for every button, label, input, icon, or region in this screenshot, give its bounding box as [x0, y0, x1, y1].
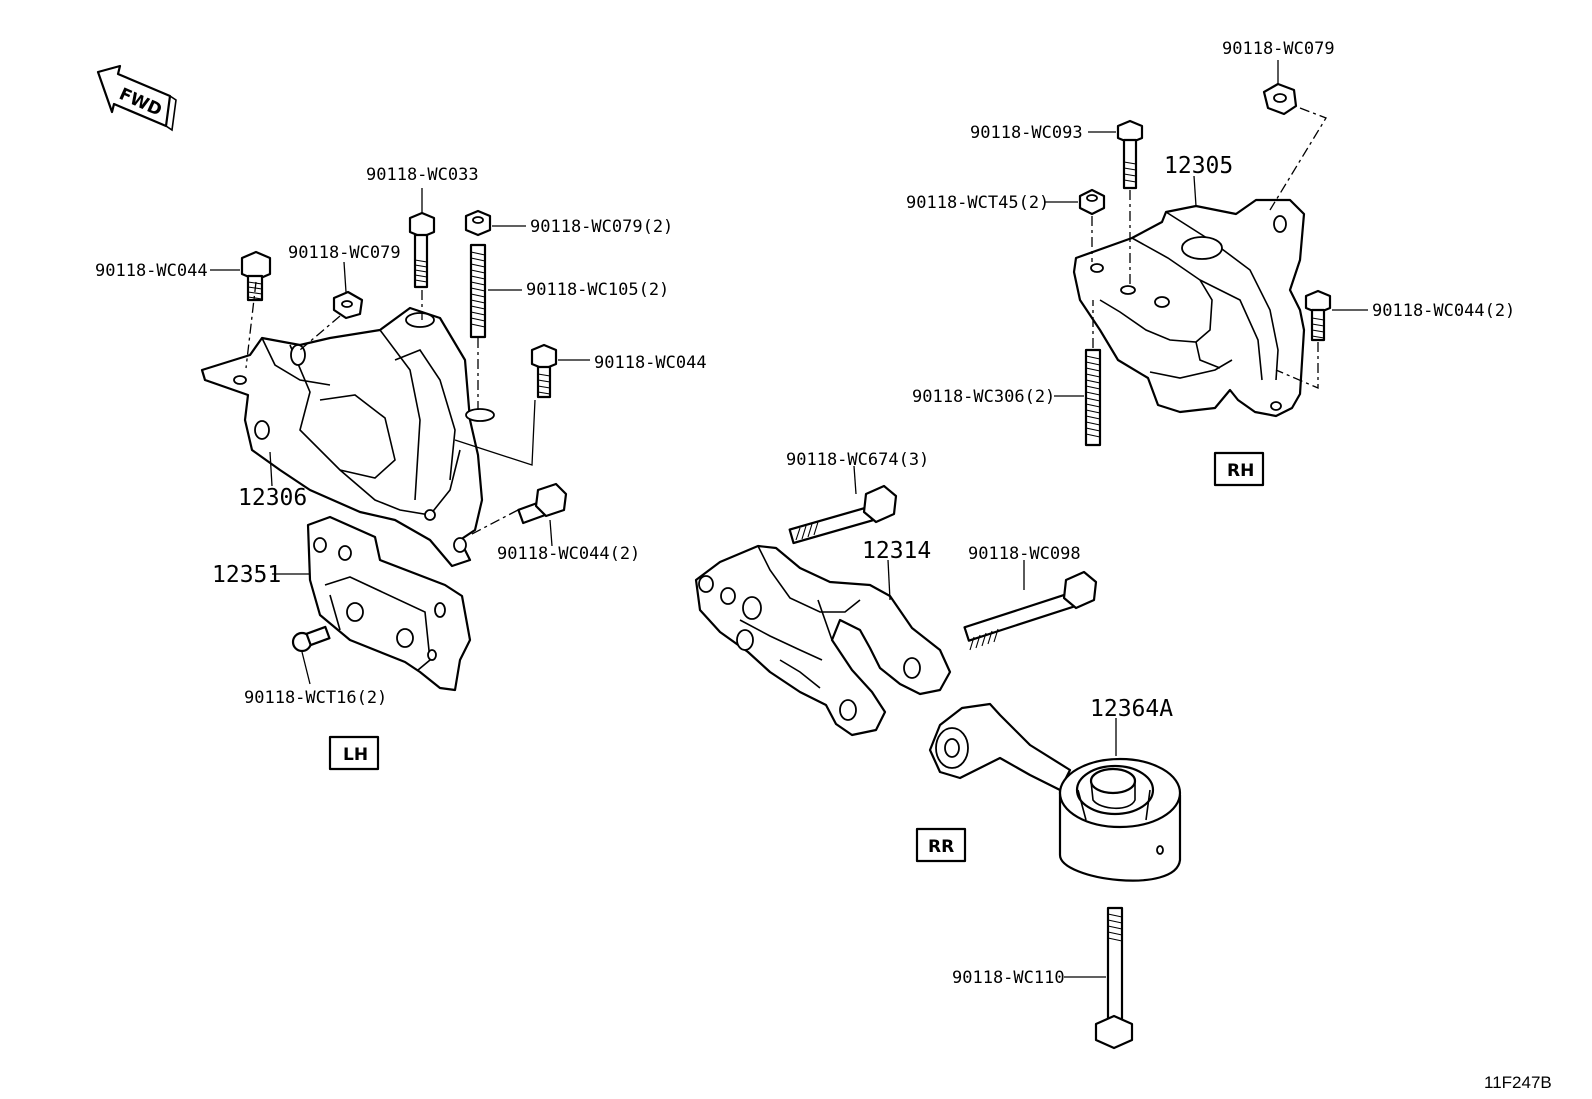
- label-90118-wc105x2: 90118-WC105(2): [526, 280, 669, 300]
- bolt-wct16x2-icon: [291, 625, 331, 653]
- nut-rh-wct45x2-icon: [1078, 188, 1106, 216]
- rr-box: [915, 827, 967, 863]
- label-rh-90118-wct45x2: 90118-WCT45(2): [906, 193, 1049, 213]
- part-12314-drawing: [694, 544, 952, 737]
- label-90118-wc079: 90118-WC079: [288, 243, 401, 263]
- drawing-code: 11F247B: [1484, 1073, 1552, 1092]
- label-90118-wct16x2: 90118-WCT16(2): [244, 688, 387, 708]
- part-12305-drawing: [1072, 198, 1306, 418]
- rh-section: 90118-WC079 90118-WC093 90118-WCT45(2) 9…: [906, 39, 1515, 487]
- label-90118-wc044x2: 90118-WC044(2): [497, 544, 640, 564]
- bolt-rr-wc110-icon: [1094, 906, 1134, 1050]
- stud-rh-wc306x2-icon: [1084, 348, 1102, 447]
- lh-box: [328, 735, 380, 771]
- label-part-12364a: 12364A: [1090, 696, 1173, 722]
- label-part-12305: 12305: [1164, 153, 1233, 179]
- nut-rh-wc079-icon: [1262, 82, 1298, 116]
- label-rh-90118-wc079: 90118-WC079: [1222, 39, 1335, 59]
- bolt-rh-wc093-icon: [1116, 119, 1144, 190]
- label-rr-90118-wc674x3: 90118-WC674(3): [786, 450, 929, 470]
- bolt-rh-wc044x2-icon: [1304, 289, 1332, 342]
- nut-wc079-icon: [332, 290, 364, 320]
- label-rh-90118-wc044x2: 90118-WC044(2): [1372, 301, 1515, 321]
- nut-wc079x2-icon: [464, 209, 492, 237]
- rh-section-label: RH: [1227, 461, 1254, 481]
- rr-section: 90118-WC674(3) 90118-WC098 90118-WC110 1…: [694, 450, 1182, 1050]
- lh-section: 90118-WC044 90118-WC079 90118-WC033 9011…: [95, 165, 707, 771]
- rh-box: [1213, 451, 1265, 487]
- part-12364a-drawing: [928, 702, 1182, 882]
- fwd-arrow-icon: FWD: [96, 64, 177, 132]
- label-rh-90118-wc093: 90118-WC093: [970, 123, 1083, 143]
- bolt-rr-wc674x3-icon: [788, 484, 898, 545]
- label-90118-wc044-top: 90118-WC044: [95, 261, 208, 281]
- label-rr-90118-wc098: 90118-WC098: [968, 544, 1081, 564]
- label-90118-wc044-right: 90118-WC044: [594, 353, 707, 373]
- bolt-wc044x2-icon: [517, 482, 568, 525]
- bolt-wc044-right-icon: [530, 343, 558, 399]
- label-90118-wc033: 90118-WC033: [366, 165, 479, 185]
- stud-wc105x2-icon: [469, 243, 487, 339]
- lh-section-label: LH: [343, 745, 368, 765]
- bolt-wc044-top-icon: [240, 250, 272, 302]
- bolt-rr-wc098-icon: [963, 570, 1098, 651]
- label-90118-wc079x2: 90118-WC079(2): [530, 217, 673, 237]
- label-part-12314: 12314: [862, 538, 931, 564]
- label-part-12306: 12306: [238, 485, 307, 511]
- part-12306-drawing: [200, 306, 495, 568]
- label-rh-90118-wc306x2: 90118-WC306(2): [912, 387, 1055, 407]
- label-rr-90118-wc110: 90118-WC110: [952, 968, 1065, 988]
- part-12351-drawing: [306, 515, 472, 692]
- label-part-12351: 12351: [212, 562, 281, 588]
- bolt-wc033-icon: [408, 211, 436, 289]
- rr-section-label: RR: [928, 837, 954, 857]
